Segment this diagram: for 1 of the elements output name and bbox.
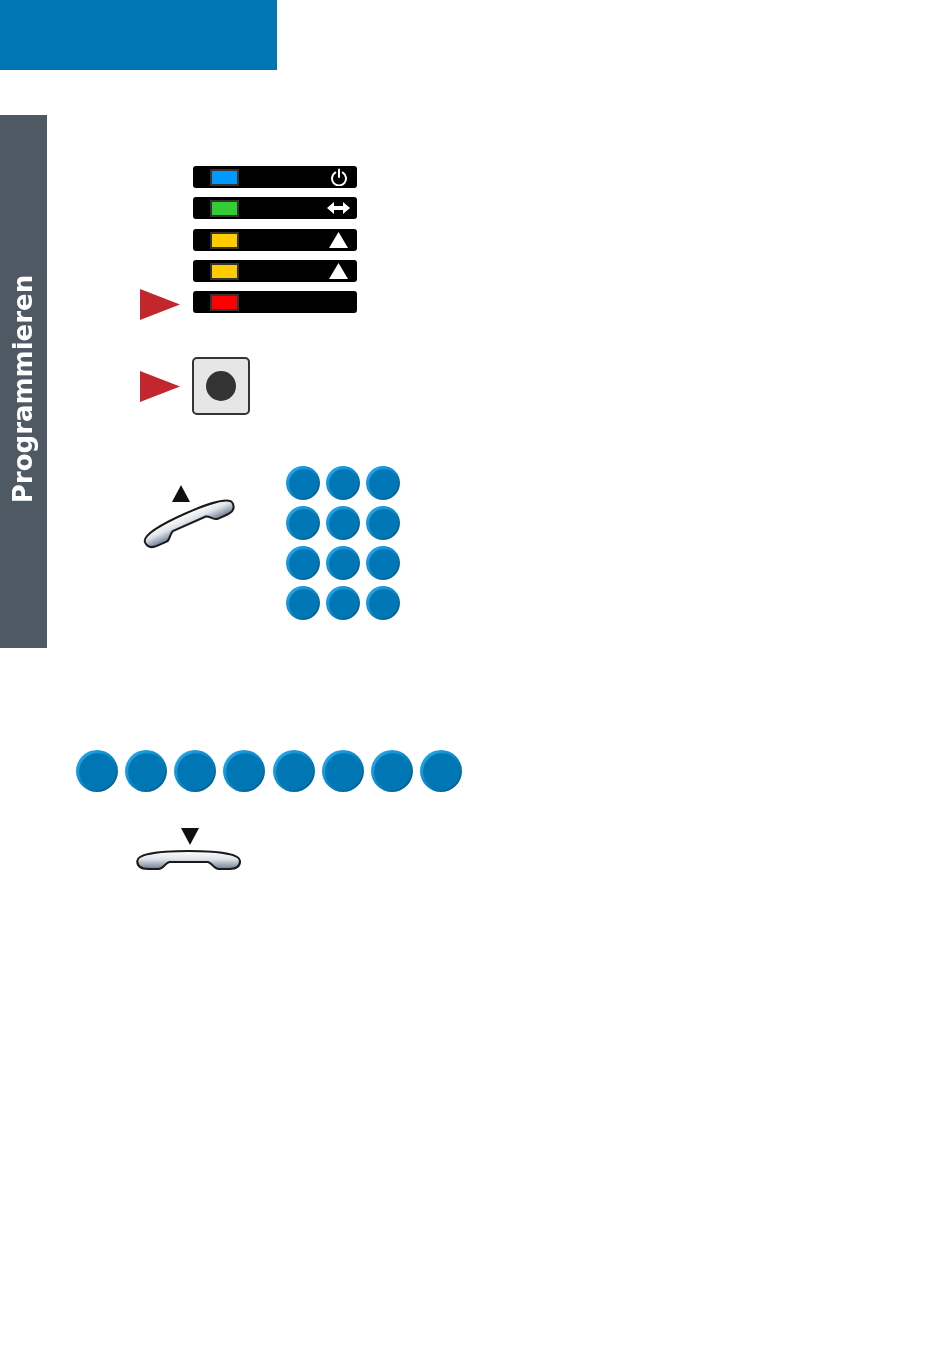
section-title: Programmieren [10,274,36,504]
